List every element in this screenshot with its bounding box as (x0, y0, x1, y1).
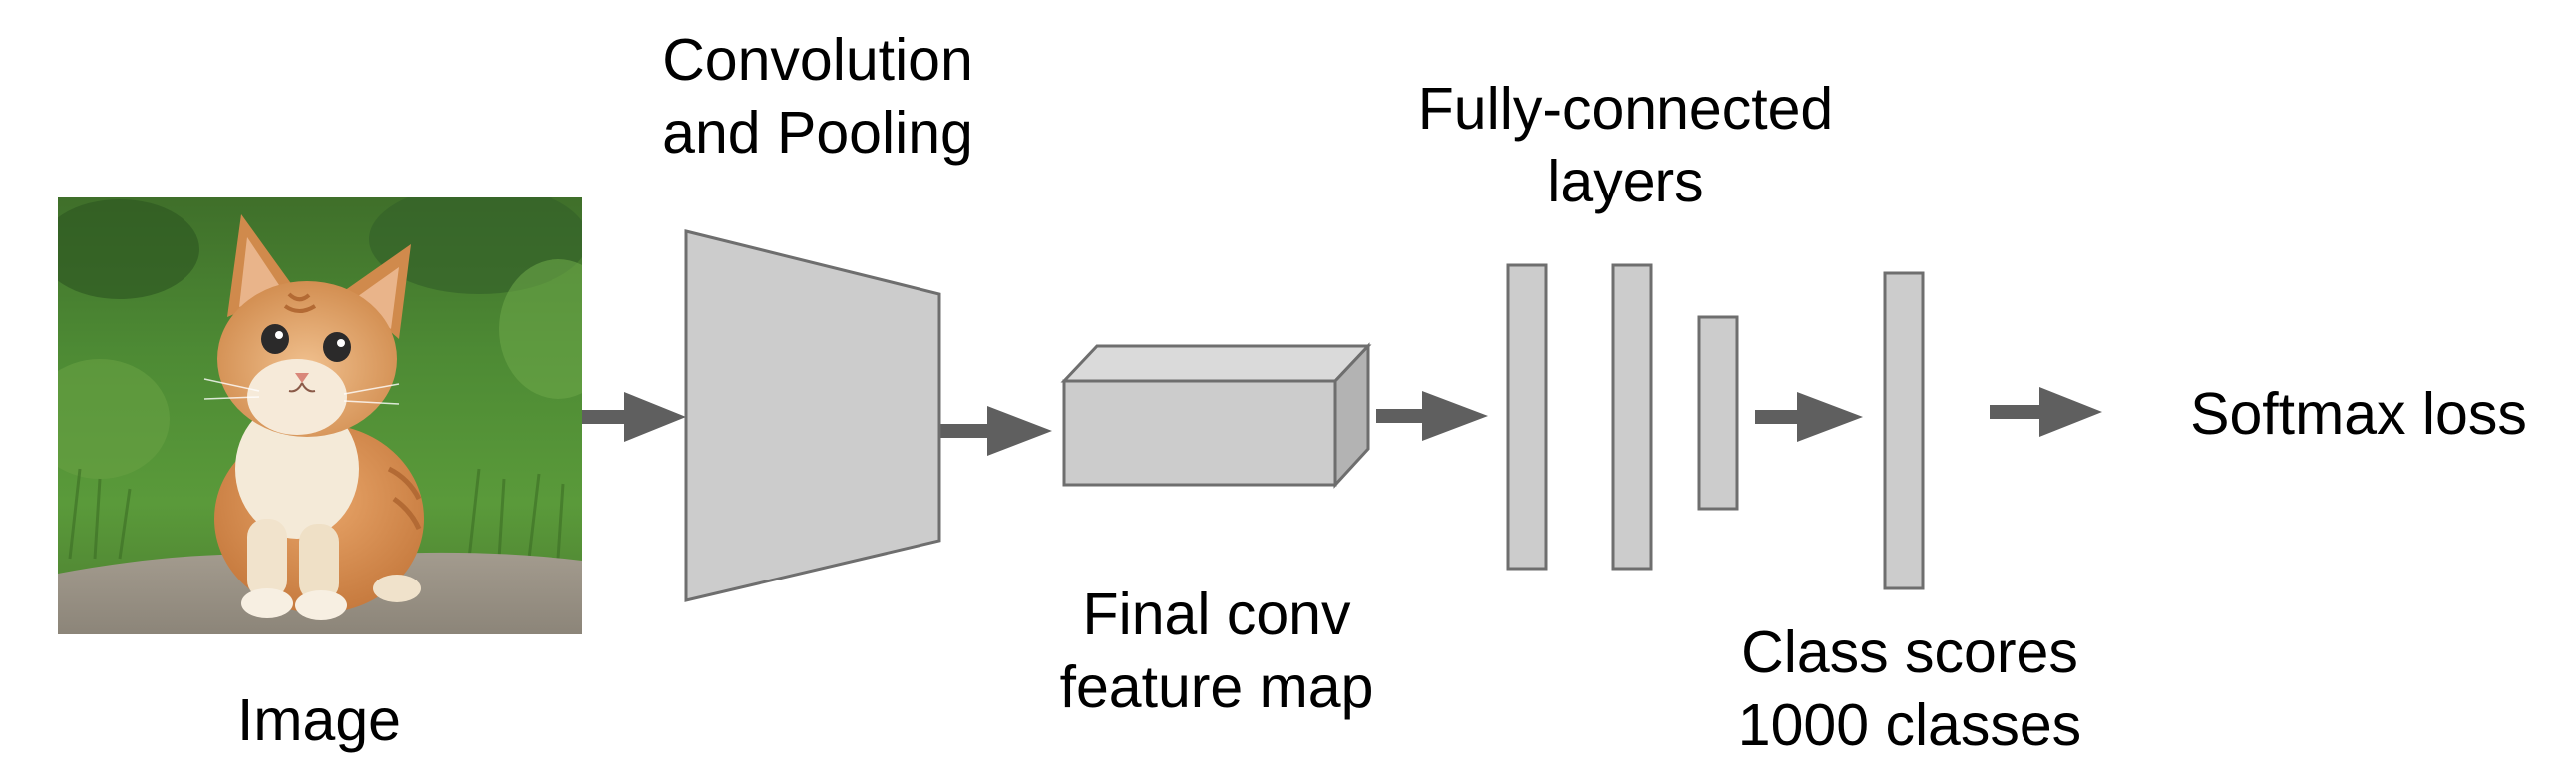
conv-pooling-block (684, 229, 941, 602)
fully-connected-label: Fully-connected layers (1376, 73, 1875, 218)
arrow-fc-to-class-scores (1755, 392, 1863, 442)
arrow-image-to-conv (582, 392, 686, 442)
fully-connected-label-line-1: Fully-connected (1417, 76, 1834, 142)
final-conv-label-line-1: Final conv (1082, 581, 1351, 647)
class-scores-label-line-2: 1000 classes (1737, 692, 2082, 758)
class-scores-label: Class scores 1000 classes (1685, 616, 2134, 762)
arrow-feature-map-to-fc (1376, 391, 1488, 441)
conv-pooling-label: Convolution and Pooling (598, 24, 1037, 170)
fc-layer-3 (1697, 315, 1739, 511)
conv-pooling-label-line-1: Convolution (662, 27, 973, 93)
fc-layer-1 (1506, 263, 1548, 571)
softmax-loss-label: Softmax loss (2190, 381, 2527, 447)
class-scores-label-line-1: Class scores (1741, 619, 2078, 685)
image-label: Image (237, 687, 401, 753)
conv-pooling-label-line-2: and Pooling (662, 100, 973, 166)
kitten-image (58, 197, 582, 634)
arrow-class-scores-to-softmax (1990, 387, 2102, 437)
fully-connected-label-line-2: layers (1547, 149, 1704, 214)
class-scores-layer (1883, 271, 1925, 590)
final-conv-label-line-2: feature map (1059, 654, 1374, 720)
arrow-conv-to-feature-map (939, 406, 1052, 456)
final-conv-label: Final conv feature map (1007, 579, 1426, 724)
fc-layer-2 (1611, 263, 1653, 571)
feature-map-block (1060, 342, 1372, 489)
